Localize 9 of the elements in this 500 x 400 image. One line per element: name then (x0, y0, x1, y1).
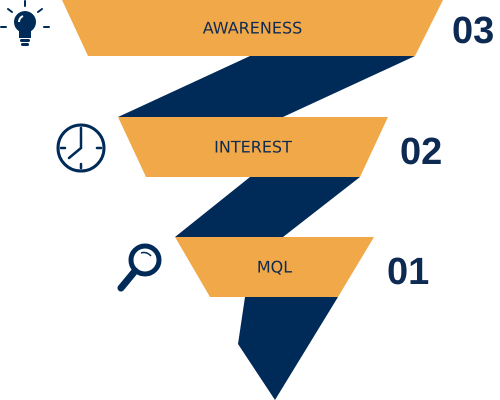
stage-number: 03 (452, 12, 494, 50)
funnel-stage-band (175, 237, 374, 297)
stage-label: MQL (256, 258, 294, 276)
funnel-stage-band (62, 0, 443, 56)
stage-number: 02 (400, 133, 442, 171)
funnel-stage-band (118, 117, 388, 177)
stage-label: AWARENESS (202, 18, 304, 38)
stage-label: INTEREST (213, 138, 293, 156)
stage-number: 01 (387, 253, 430, 291)
